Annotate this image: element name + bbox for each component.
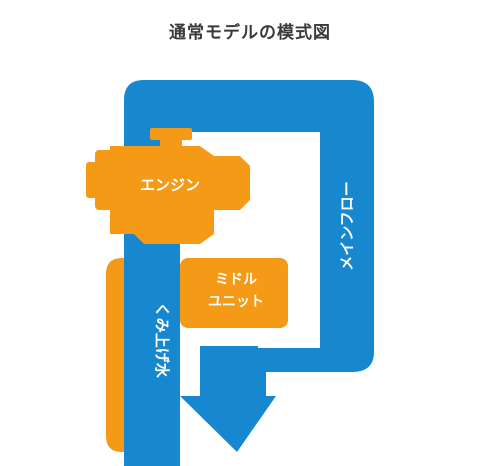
middle-unit-label-line2: ユニット [208, 294, 264, 310]
down-arrow-icon [180, 346, 276, 452]
engine-label: エンジン [140, 176, 200, 194]
middle-unit-box-right [180, 258, 288, 328]
engine-block-icon [86, 128, 250, 244]
main-flow-label: メインフロー [338, 181, 356, 271]
diagram-title: 通常モデルの模式図 [169, 23, 331, 43]
middle-unit-label-line1: ミドル [215, 272, 257, 288]
pumped-water-label: くみ上げ水 [153, 302, 171, 379]
pumped-water-strip [124, 258, 180, 466]
main-flow-path [124, 80, 374, 466]
